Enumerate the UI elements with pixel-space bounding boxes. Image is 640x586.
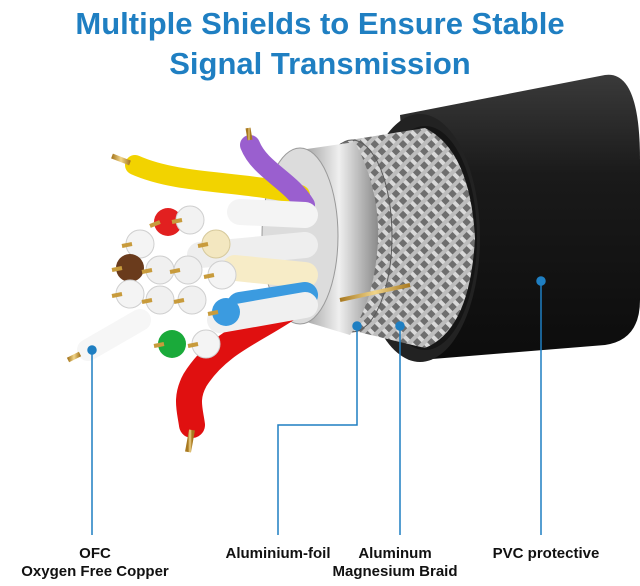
headline-line-2: Signal Transmission (169, 46, 471, 81)
callout-lines (87, 276, 546, 535)
foil-label: Aluminium-foil (212, 545, 344, 563)
jacket-label-text: PVC protective (492, 545, 600, 562)
jacket-label: PVC protective (476, 545, 616, 563)
ofc-label-line-1: OFC (79, 545, 111, 562)
ofc-label: OFC Oxygen Free Copper (20, 545, 170, 581)
ofc-label-line-2: Oxygen Free Copper (21, 563, 169, 580)
callout-foil (277, 326, 358, 535)
braid-label-line-1: Aluminum (358, 545, 432, 562)
braid-label-line-2: Magnesium Braid (332, 563, 458, 580)
wire-purple (240, 127, 315, 215)
headline: Multiple Shields to Ensure Stable Signal… (0, 4, 640, 84)
headline-line-1: Multiple Shields to Ensure Stable (75, 6, 565, 41)
foil-label-text: Aluminium-foil (225, 545, 331, 562)
wire-bundle (66, 199, 318, 363)
drain-wire (339, 283, 411, 302)
braid-label: Aluminum Magnesium Braid (320, 545, 470, 581)
